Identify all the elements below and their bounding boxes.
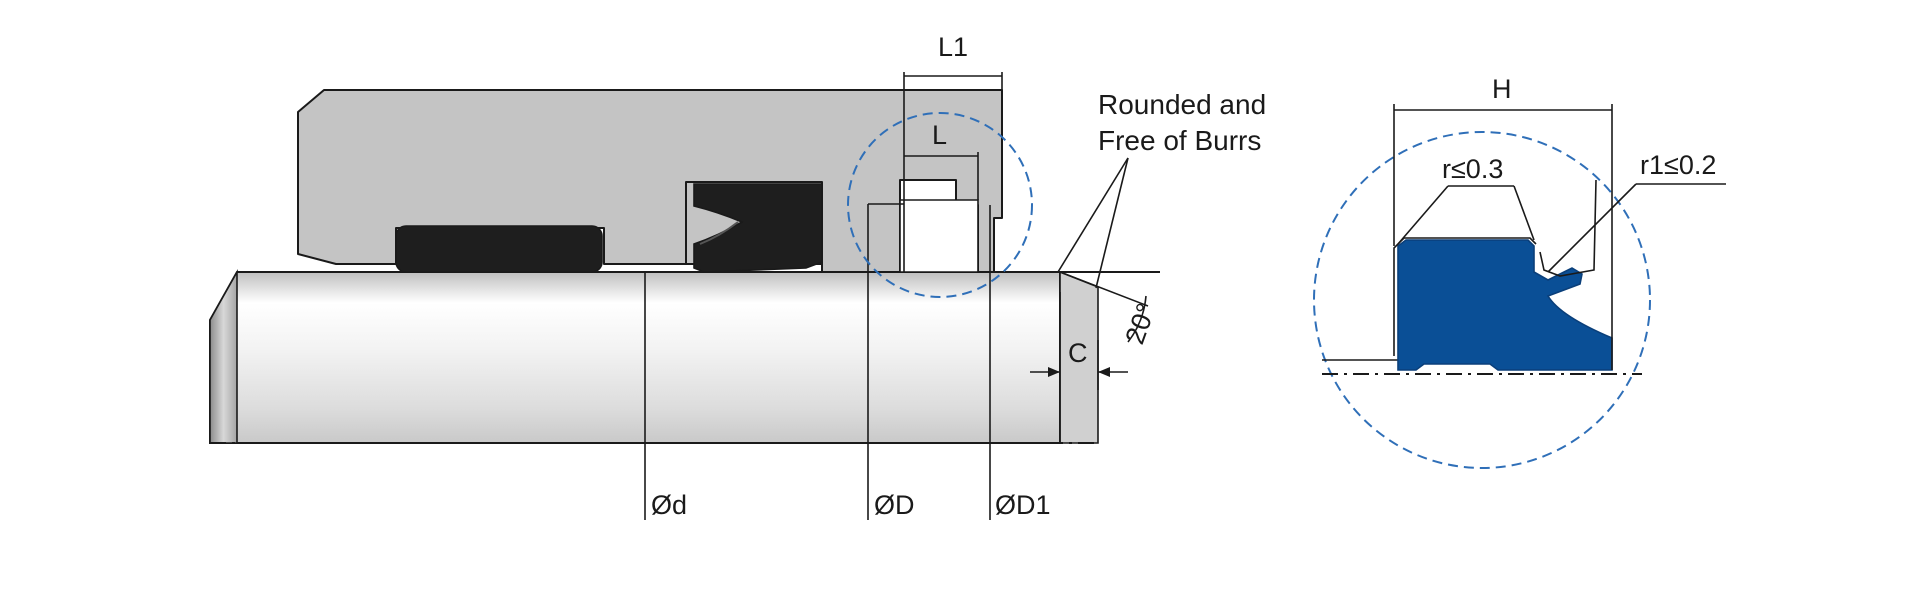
r-leader-left — [1397, 185, 1449, 245]
detail-view-circle — [1313, 131, 1651, 469]
main-assembly-view: Ød ØD ØD1 L1 L C 20° Rounded and Fr — [209, 32, 1266, 520]
angle-ref-line — [1059, 271, 1149, 307]
u-cup-seal — [693, 183, 823, 273]
blue-u-cup-seal — [1397, 239, 1613, 371]
L-label: L — [932, 120, 947, 150]
H-label: H — [1492, 74, 1512, 104]
d-label: Ød — [651, 490, 687, 520]
u-cup-seal-lip-highlight — [699, 221, 739, 245]
D-label: ØD — [874, 490, 915, 520]
anti-extrusion-groove — [899, 199, 979, 273]
angle-arc — [1127, 295, 1147, 343]
note-leader-2 — [1095, 157, 1129, 289]
seal-detail-view: H r≤0.3 r1≤0.2 — [1313, 74, 1726, 469]
r1-label: r1≤0.2 — [1640, 150, 1716, 180]
r-leader-right — [1513, 185, 1535, 241]
L1-label: L1 — [938, 32, 968, 62]
D1-label: ØD1 — [995, 490, 1051, 520]
static-seal-ring — [395, 225, 603, 273]
note-leader-1 — [1057, 157, 1129, 273]
C-arrowhead-right — [1098, 367, 1110, 377]
note-line-1: Rounded and — [1098, 89, 1266, 120]
detail-lip-outline — [1539, 179, 1597, 277]
r1-leader — [1547, 183, 1637, 273]
rod-left-chamfer — [209, 268, 238, 444]
C-arrowhead-left — [1048, 367, 1060, 377]
C-label: C — [1068, 338, 1088, 368]
angle-label: 20° — [1119, 299, 1161, 348]
detail-callout-circle — [847, 112, 1033, 298]
r-label: r≤0.3 — [1442, 154, 1503, 184]
note-line-2: Free of Burrs — [1098, 125, 1261, 156]
